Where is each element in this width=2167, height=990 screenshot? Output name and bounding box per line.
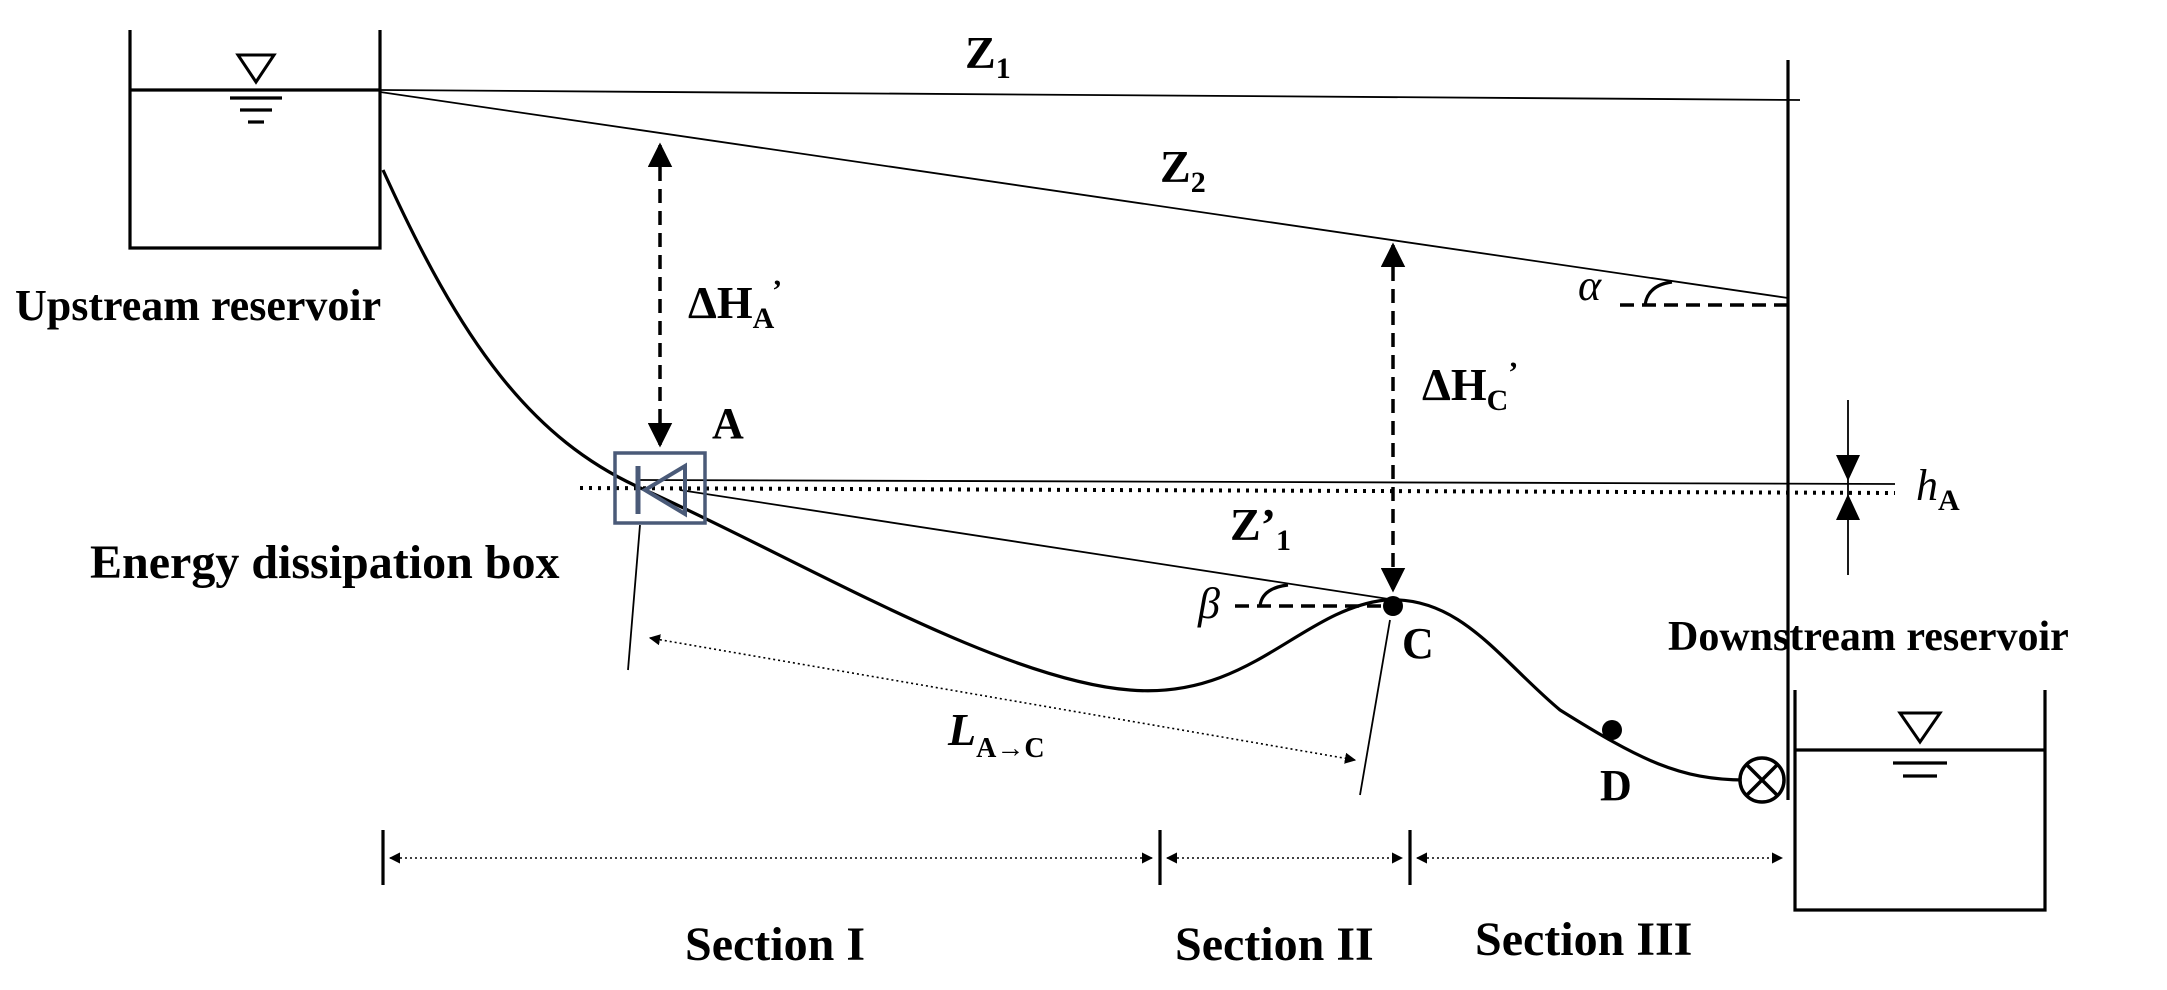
- alpha-arc: [1643, 280, 1673, 306]
- ha-dimension: [1836, 400, 1860, 575]
- beta-label: β: [1197, 579, 1220, 628]
- z1-line: [379, 89, 1801, 101]
- valve-icon: [1738, 756, 1786, 804]
- dhc-label: ΔHC’: [1422, 356, 1518, 417]
- energy-dissipation-box-label: Energy dissipation box: [90, 536, 559, 589]
- length-extension-left: [627, 524, 641, 671]
- downstream-reservoir-label: Downstream reservoir: [1668, 614, 2069, 660]
- section-1-label: Section I: [685, 918, 865, 971]
- point-d-label: D: [1600, 761, 1632, 810]
- z2-line: [379, 91, 1789, 299]
- upstream-reservoir-label: Upstream reservoir: [15, 281, 381, 330]
- water-level-symbol-downstream: [1893, 711, 1947, 778]
- length-label: LA→C: [947, 704, 1045, 764]
- beta-arc: [1258, 583, 1289, 607]
- downstream-reservoir: [1793, 690, 2047, 912]
- section-2-label: Section II: [1175, 918, 1374, 971]
- ha-upper-line: [639, 479, 1896, 485]
- upstream-reservoir: [128, 30, 382, 250]
- length-arrow: [648, 634, 1357, 764]
- ha-dotted-line: [579, 486, 1896, 495]
- z1-prime-line: [679, 489, 1396, 601]
- energy-dissipation-box: [613, 451, 707, 525]
- point-c-marker: [1383, 596, 1403, 616]
- section-3-label: Section III: [1475, 913, 1692, 966]
- water-level-symbol-upstream: [230, 53, 282, 124]
- z1-label: Z1: [965, 27, 1011, 85]
- z1-prime-label: Z’1: [1230, 499, 1291, 557]
- dha-label: ΔHA’: [688, 274, 782, 335]
- point-a-label: A: [712, 399, 744, 448]
- alpha-label: α: [1578, 261, 1602, 310]
- section-dimensions: [381, 830, 1784, 885]
- length-extension-right: [1359, 619, 1391, 796]
- z2-label: Z2: [1160, 141, 1206, 199]
- point-d-marker: [1602, 720, 1622, 740]
- ha-label: hA: [1916, 461, 1960, 517]
- point-c-label: C: [1402, 619, 1434, 668]
